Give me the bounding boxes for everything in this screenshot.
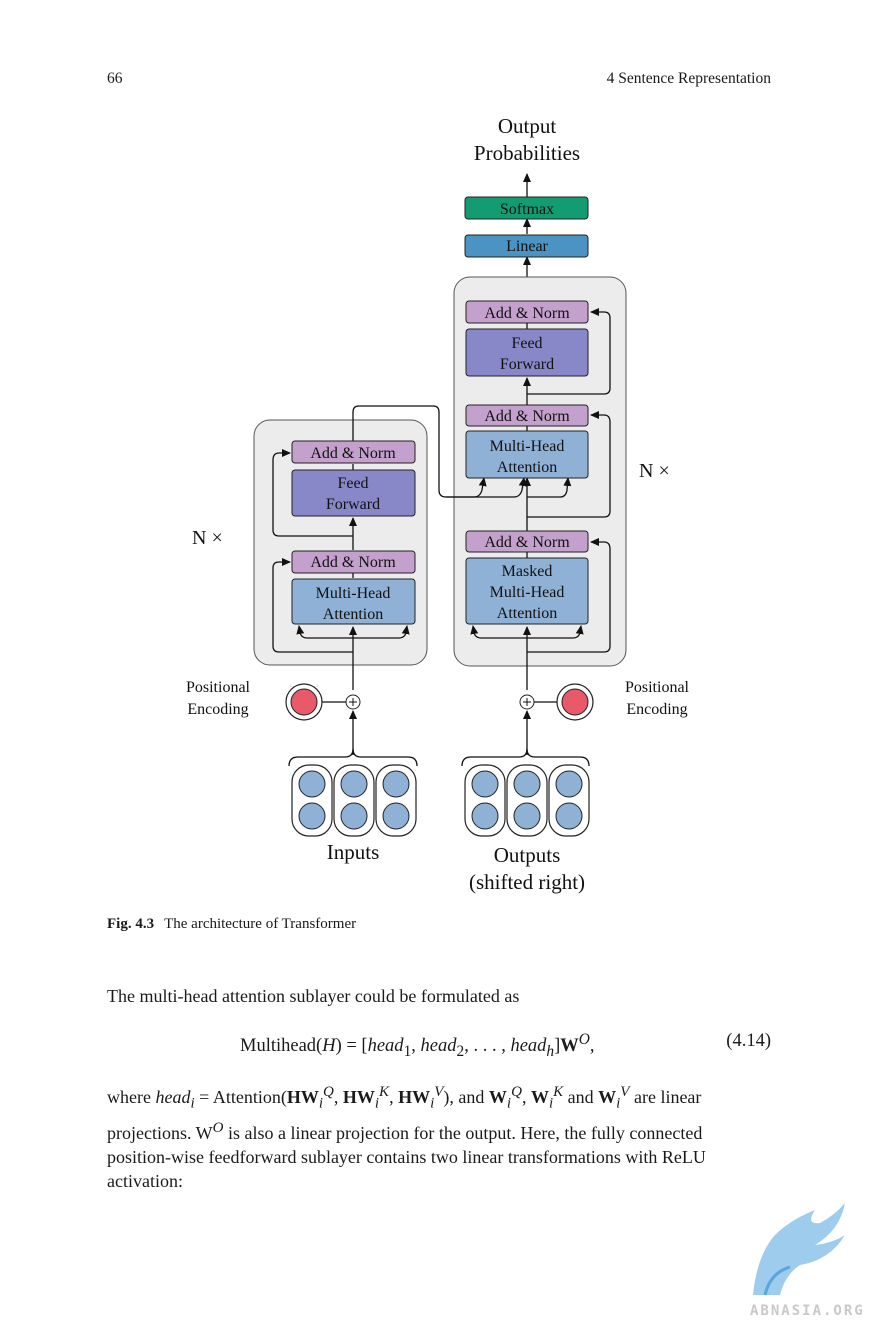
decoder-positional-line2: Encoding — [626, 701, 687, 718]
decoder-n-times: N × — [639, 460, 670, 482]
decoder-masked-attention — [465, 557, 589, 625]
output-title-line2: Probabilities — [474, 141, 580, 165]
decoder-mha-line1: Multi-Head — [490, 438, 565, 455]
encoder-positional-line2: Encoding — [187, 701, 248, 718]
decoder-add-norm-2 — [465, 404, 589, 427]
decoder-masked-line1: Masked — [502, 563, 553, 580]
output-title-line1: Output — [498, 114, 557, 138]
encoder-positional-line1: Positional — [186, 679, 251, 696]
figure-caption: Fig. 4.3 The architecture of Transformer — [107, 916, 356, 933]
equation-4-14: Multihead(H) = [head1, head2, . . . , he… — [240, 1031, 595, 1060]
outputs-brace — [461, 748, 590, 767]
softmax-label: Softmax — [500, 201, 554, 218]
encoder-add-norm-1 — [291, 550, 416, 574]
encoder-add-norm-1-label: Add & Norm — [310, 554, 396, 571]
encoder-feed-forward — [291, 469, 416, 517]
encoder-ff-line1: Feed — [337, 475, 368, 492]
encoder-add-norm-2 — [291, 440, 416, 464]
decoder-masked-line3: Attention — [497, 605, 557, 622]
figure-caption-text: The architecture of Transformer — [164, 916, 357, 932]
decoder-add-norm-3 — [465, 300, 589, 324]
encoder-n-times: N × — [192, 527, 223, 549]
outputs-label-line2: (shifted right) — [469, 870, 585, 894]
equation-number: (4.14) — [726, 1031, 771, 1051]
linear-label: Linear — [506, 238, 548, 255]
encoder-ff-line2: Forward — [326, 496, 380, 513]
encoder-mha-line2: Attention — [323, 606, 383, 623]
figure-caption-label: Fig. 4.3 — [107, 916, 155, 932]
encoder-multi-head-attention — [291, 578, 416, 625]
output-token-group — [464, 764, 590, 837]
encoder-add-norm-2-label: Add & Norm — [310, 445, 396, 462]
watermark-logo — [753, 1203, 845, 1296]
watermark-text: ABNASIA.ORG — [750, 1303, 865, 1319]
decoder-feed-forward — [465, 328, 589, 377]
decoder-positional-line1: Positional — [625, 679, 690, 696]
softmax-box — [464, 196, 589, 220]
page-number: 66 — [107, 70, 123, 87]
decoder-add-norm-3-label: Add & Norm — [484, 305, 570, 322]
paragraph-intro: The multi-head attention sublayer could … — [107, 986, 520, 1006]
inputs-brace — [288, 748, 418, 767]
decoder-mha-line2: Attention — [497, 459, 557, 476]
transformer-diagram: Output Probabilities Softmax Linear — [186, 114, 690, 894]
linear-box — [464, 234, 589, 258]
decoder-add-norm-1 — [465, 530, 589, 553]
inputs-label: Inputs — [327, 840, 380, 864]
encoder-mha-line1: Multi-Head — [316, 585, 391, 602]
decoder-multi-head-attention — [465, 430, 589, 479]
encoder-positional-encoding-icon — [290, 688, 318, 716]
decoder-add-norm-1-label: Add & Norm — [484, 534, 570, 551]
chapter-title: 4 Sentence Representation — [606, 70, 771, 87]
paragraph-where: where headi = Attention(HWiQ, HWiK, HWiV… — [107, 1084, 706, 1191]
outputs-label-line1: Outputs — [494, 843, 561, 867]
input-token-group — [291, 764, 417, 837]
decoder-add-norm-2-label: Add & Norm — [484, 408, 570, 425]
decoder-ff-line2: Forward — [500, 356, 554, 373]
decoder-masked-line2: Multi-Head — [490, 584, 565, 601]
decoder-positional-encoding-icon — [561, 688, 589, 716]
decoder-ff-line1: Feed — [511, 335, 542, 352]
